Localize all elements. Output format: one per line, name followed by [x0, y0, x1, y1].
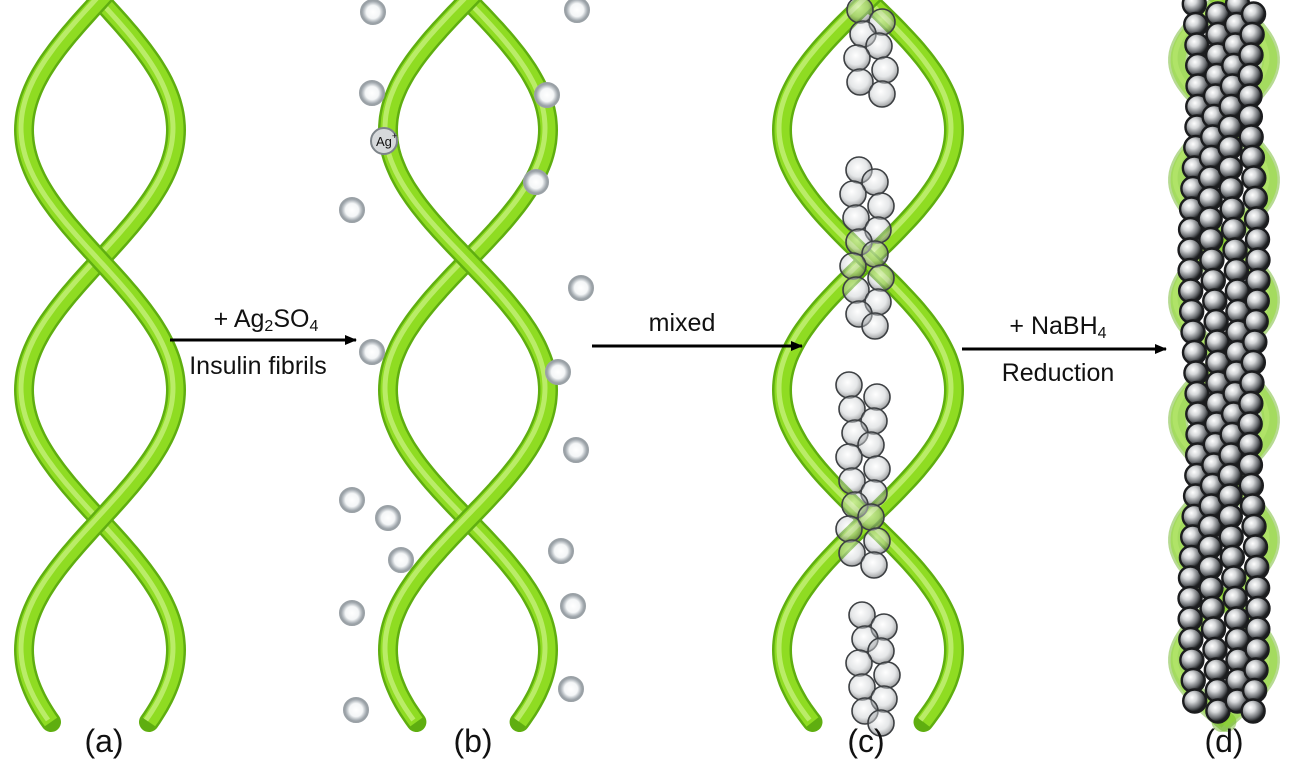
silver-ion — [343, 697, 369, 723]
bound-silver-ion — [839, 180, 867, 208]
silver-ion — [359, 80, 385, 106]
step-arrow-3: + NaBH4 Reduction — [962, 312, 1167, 387]
silver-ion — [545, 359, 571, 385]
fibril-strand-2 — [16, 0, 184, 727]
ion-label-group: Ag+ — [370, 127, 398, 155]
silver-ion — [339, 197, 365, 223]
silver-ion — [339, 487, 365, 513]
bound-silver-ion — [873, 661, 901, 689]
panel-c-ions-bound-to-fibril — [771, 0, 965, 737]
silver-ion — [360, 0, 386, 25]
bound-silver-ion — [835, 515, 863, 543]
step-arrow-1: + Ag2SO4 Insulin fibrils — [170, 305, 357, 380]
bound-silver-ion — [867, 709, 895, 737]
subscript: 4 — [1098, 325, 1107, 342]
silver-ion — [563, 437, 589, 463]
bound-silver-ion — [863, 527, 891, 555]
bound-silver-ion — [863, 383, 891, 411]
arrow-label-fibrils: Insulin fibrils — [189, 352, 327, 380]
subscript: 4 — [309, 318, 318, 335]
fibril-strand-2-highlight — [18, 0, 176, 722]
label-part: SO — [273, 305, 309, 333]
fibril-strand-1 — [380, 0, 556, 727]
label-part: + Ag — [214, 305, 265, 333]
bound-silver-ion — [838, 539, 866, 567]
ion-symbol: Ag+ — [376, 131, 397, 149]
fibril-strand-1-shadow — [377, 0, 559, 732]
silver-ion — [534, 82, 560, 108]
silver-ion — [568, 275, 594, 301]
fibril-strand-1 — [16, 0, 184, 727]
panel-d-silver-nanowire — [1168, 0, 1280, 732]
bound-silver-ion — [846, 68, 874, 96]
silver-nanoparticle — [1182, 688, 1208, 714]
bound-silver-ion — [835, 371, 863, 399]
silver-ion — [388, 547, 414, 573]
arrow-label-mixed: mixed — [649, 309, 716, 337]
silver-ion — [523, 169, 549, 195]
silver-ion — [375, 505, 401, 531]
silver-ion — [339, 600, 365, 626]
ion-symbol-text: Ag — [376, 134, 392, 149]
fibril-strand-2 — [380, 0, 556, 727]
label-part: mixed — [649, 309, 716, 337]
silver-nanoparticle — [1205, 698, 1231, 724]
fibril-strand-1-highlight — [18, 0, 176, 722]
bound-silver-ion — [867, 264, 895, 292]
bound-silver-ion — [860, 551, 888, 579]
panel-label-a: (a) — [84, 723, 123, 759]
silver-ion — [359, 339, 385, 365]
bound-silver-ion — [863, 455, 891, 483]
arrow-label-reducer: + NaBH4 — [1009, 312, 1106, 342]
panel-label-c: (c) — [847, 723, 884, 759]
panel-label-d: (d) — [1204, 723, 1243, 759]
silver-ion — [564, 0, 590, 23]
arrow-label-reduction: Reduction — [1002, 359, 1115, 387]
bound-silver-ion — [871, 56, 899, 84]
labeled-silver-ion — [370, 127, 398, 155]
silver-nanoparticle — [1240, 698, 1266, 724]
panel-label-b: (b) — [453, 723, 492, 759]
fibril-strand-2-highlight — [382, 0, 548, 722]
fibril-strand-1-highlight — [382, 0, 548, 722]
bound-silver-ion — [839, 252, 867, 280]
panel-a-native-fibril — [13, 0, 187, 732]
silver-ion — [548, 538, 574, 564]
step-arrow-2: mixed — [592, 309, 803, 351]
fibril-strand-1-shadow — [13, 0, 187, 732]
panel-b-fibril-with-ions: Ag+ — [339, 0, 594, 732]
silver-ion — [558, 676, 584, 702]
subscript: 2 — [264, 318, 273, 335]
arrow-label-reagent: + Ag2SO4 — [214, 305, 319, 335]
bound-silver-ion — [867, 192, 895, 220]
bound-silver-ion — [843, 44, 871, 72]
bound-silver-ion — [845, 649, 873, 677]
bound-silver-ion — [835, 443, 863, 471]
ion-charge: + — [392, 131, 397, 141]
fibril-strand-2-highlight — [776, 0, 954, 722]
bound-silver-ion — [868, 80, 896, 108]
fibril-strand-1-highlight — [776, 0, 954, 722]
silver-ion — [560, 593, 586, 619]
label-part: + NaBH — [1009, 312, 1097, 340]
bound-silver-ion — [861, 312, 889, 340]
fibril-strand-2-shadow — [377, 0, 559, 732]
fibril-strand-2-shadow — [13, 0, 187, 732]
